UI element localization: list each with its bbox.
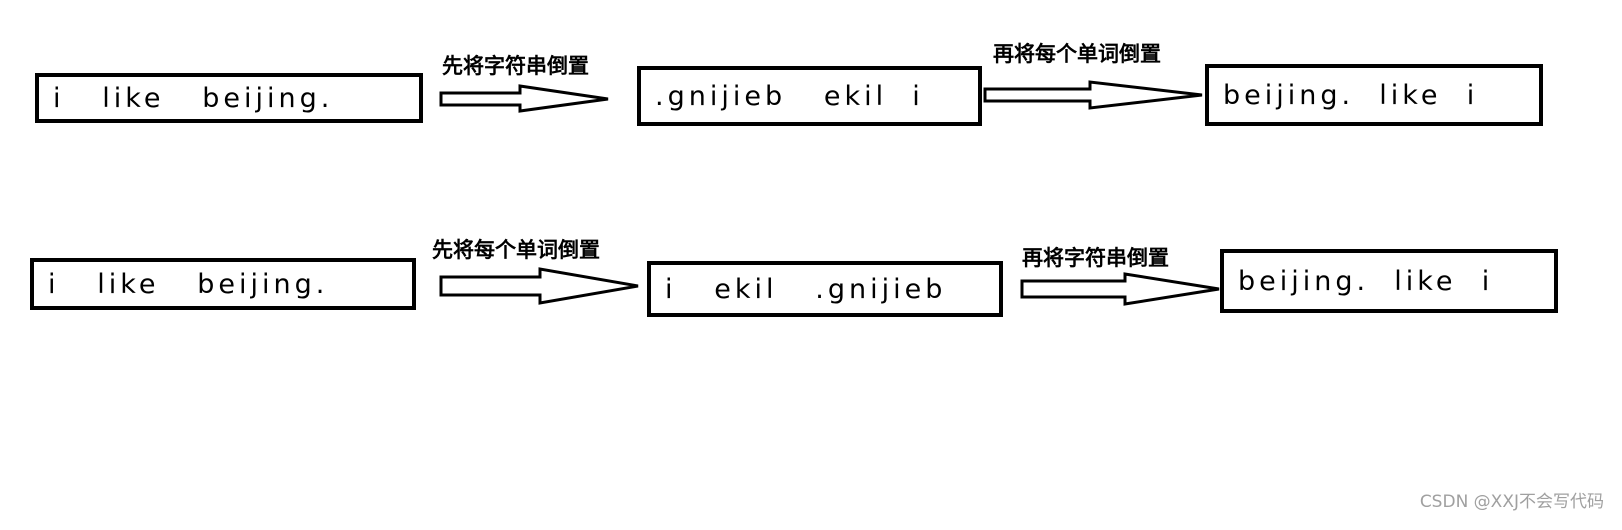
row1-original-text: i like beijing. (53, 82, 334, 114)
row2-step1-label: 先将每个单词倒置 (432, 238, 600, 262)
row1-arrow-1 (439, 84, 609, 113)
row2-original-box: i like beijing. (30, 258, 416, 310)
row1-arrow-2 (983, 80, 1203, 110)
row2-step2-label: 再将字符串倒置 (1022, 246, 1169, 270)
row1-result-box: beijing. like i (1205, 64, 1543, 126)
row2-reversed-words-box: i ekil .gnijieb (647, 261, 1003, 317)
row2-result-box: beijing. like i (1220, 249, 1558, 313)
row2-result-text: beijing. like i (1238, 265, 1494, 297)
row1-original-box: i like beijing. (35, 73, 423, 123)
csdn-watermark: CSDN @XXJ不会写代码 (1419, 492, 1604, 512)
row1-step2-label: 再将每个单词倒置 (993, 42, 1161, 66)
row1-reversed-text: .gnijieb ekil i (655, 80, 924, 112)
row2-arrow-1 (439, 267, 639, 305)
row2-reversed-words-text: i ekil .gnijieb (665, 273, 947, 305)
row2-original-text: i like beijing. (48, 268, 329, 300)
row1-result-text: beijing. like i (1223, 79, 1479, 111)
row1-reversed-box: .gnijieb ekil i (637, 66, 982, 126)
row2-arrow-2 (1020, 272, 1220, 306)
row1-step1-label: 先将字符串倒置 (442, 54, 589, 78)
